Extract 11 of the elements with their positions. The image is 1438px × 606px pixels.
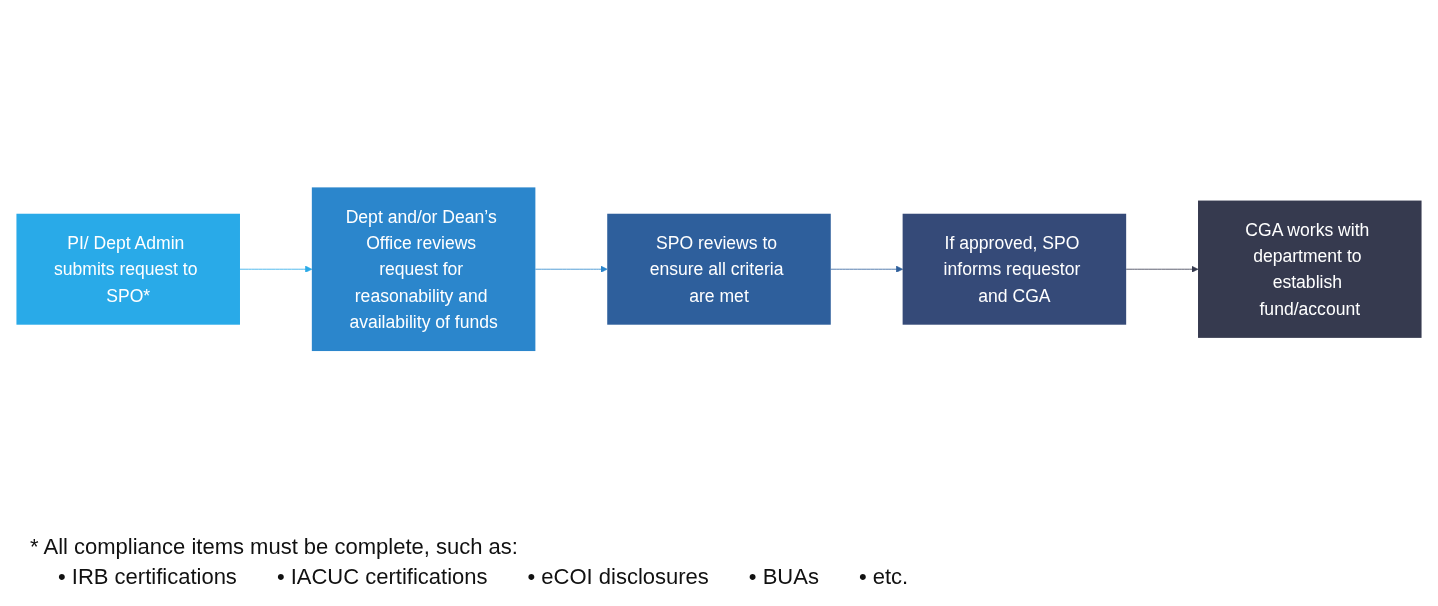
node-box: SPO reviews to ensure all criteria are met [607, 213, 831, 325]
bullet-item: • BUAs [748, 564, 819, 590]
node-box: Dept and/or Dean’s Office reviews request for reasonability and availability of funds [311, 187, 536, 351]
node-box: PI/ Dept Admin submits request to SPO* [16, 213, 240, 325]
bullet-item: • IRB certifications [58, 564, 237, 590]
node-box: If approved, SPO informs requestor and CGA [902, 213, 1127, 325]
bullet-item: • IACUC certifications [276, 564, 488, 590]
bullet-item: • etc. [858, 564, 909, 590]
footnote-text: * All compliance items must be complete, such as: [30, 534, 519, 560]
bullet-item: • eCOI disclosures [527, 564, 709, 590]
node-box: CGA works with department to establish fund/account [1198, 200, 1422, 338]
